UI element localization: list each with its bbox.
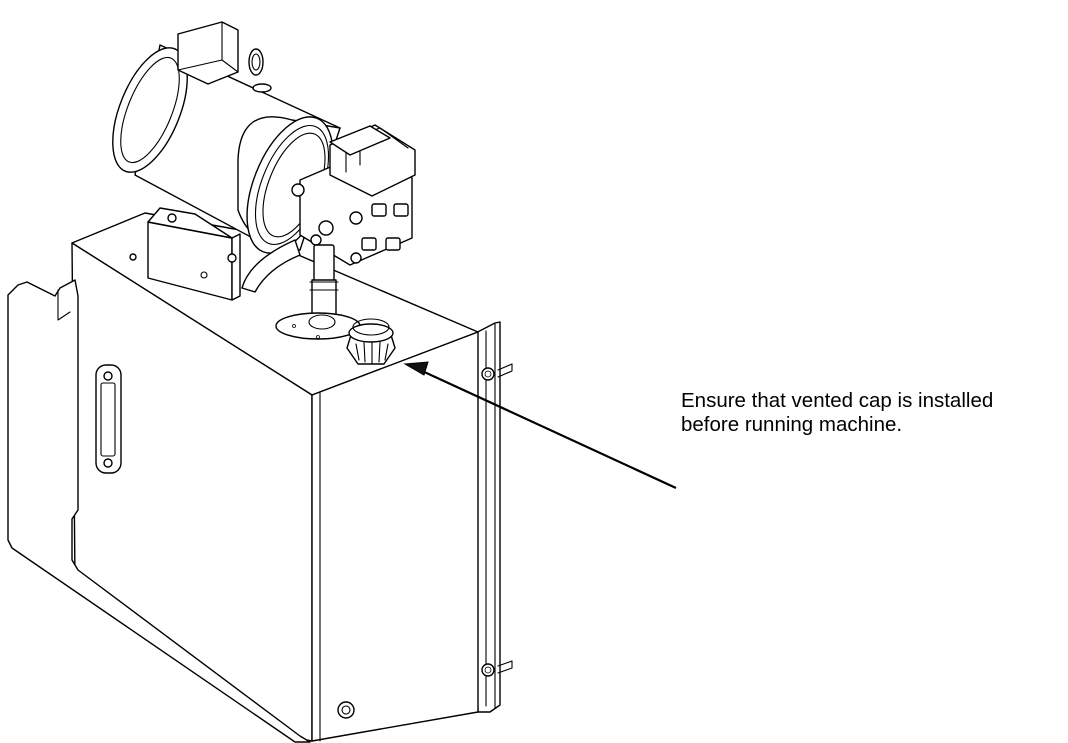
callout-line-1: Ensure that vented cap is installed <box>681 389 994 412</box>
motor-bracket <box>129 207 241 301</box>
tank-right-face <box>311 331 479 742</box>
arrowhead-icon <box>403 361 429 376</box>
callout-text: Ensure that vented cap is installed befo… <box>681 389 993 437</box>
hydraulic-hose <box>241 239 301 293</box>
valve-manifold <box>291 124 416 266</box>
vented-cap <box>346 318 396 365</box>
drain-plug <box>337 701 355 719</box>
return-pipe <box>275 244 361 340</box>
flange-bolt-lower <box>481 660 513 677</box>
sight-glass <box>95 364 122 474</box>
callout-leader <box>403 361 677 489</box>
callout-line-2: before running machine. <box>681 413 903 436</box>
flange-bolt-upper <box>481 363 513 381</box>
